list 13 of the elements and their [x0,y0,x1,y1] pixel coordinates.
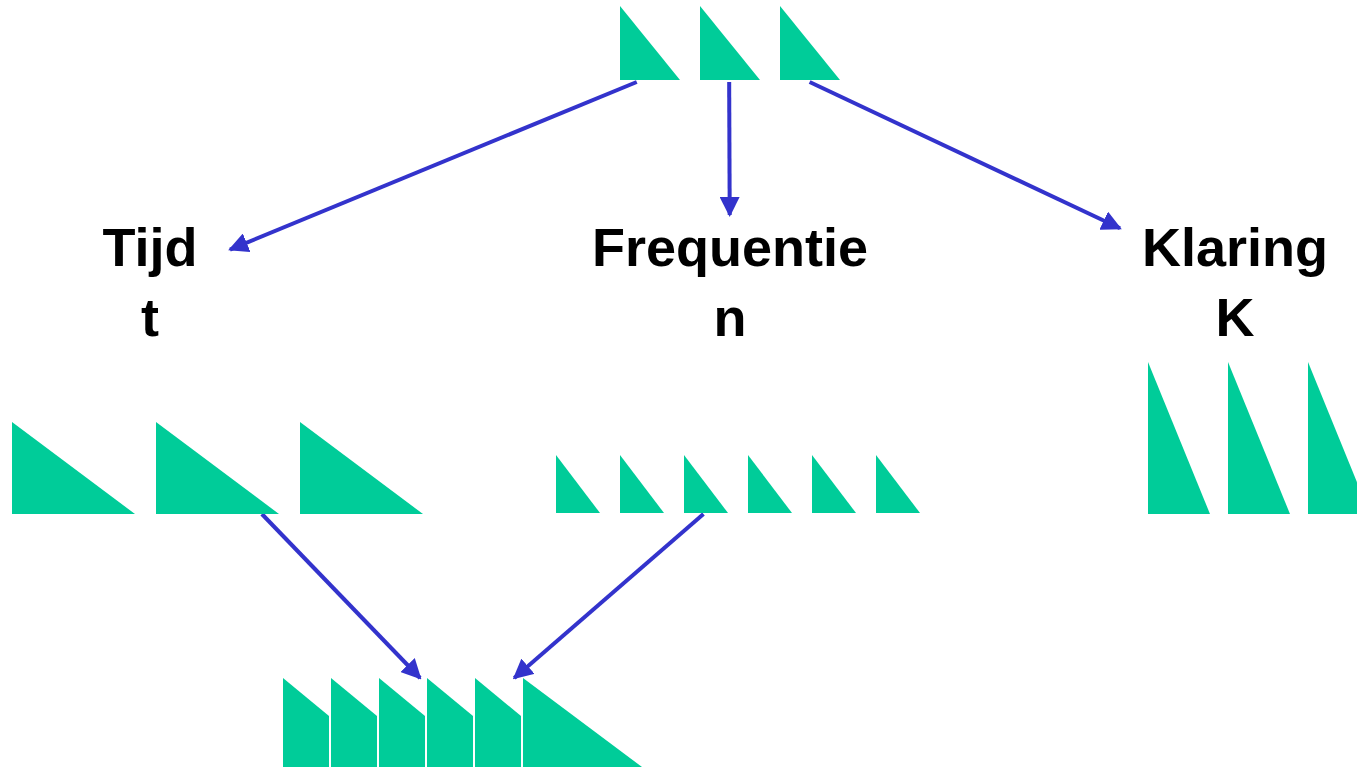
arrow [512,512,705,680]
sawtooth-drawing [555,455,920,514]
sawtooth-drawing [10,422,425,514]
sawtooth-drawing [618,6,840,82]
symbol-label: n [712,290,748,344]
sawtooth-drawing [283,678,643,767]
arrow [808,80,1122,231]
arrow [719,82,740,217]
arrow [228,80,638,252]
symbol-label: t [140,290,160,344]
symbol-label: K [1214,290,1256,344]
arrow [260,512,422,680]
sawtooth-drawing [1147,362,1357,514]
